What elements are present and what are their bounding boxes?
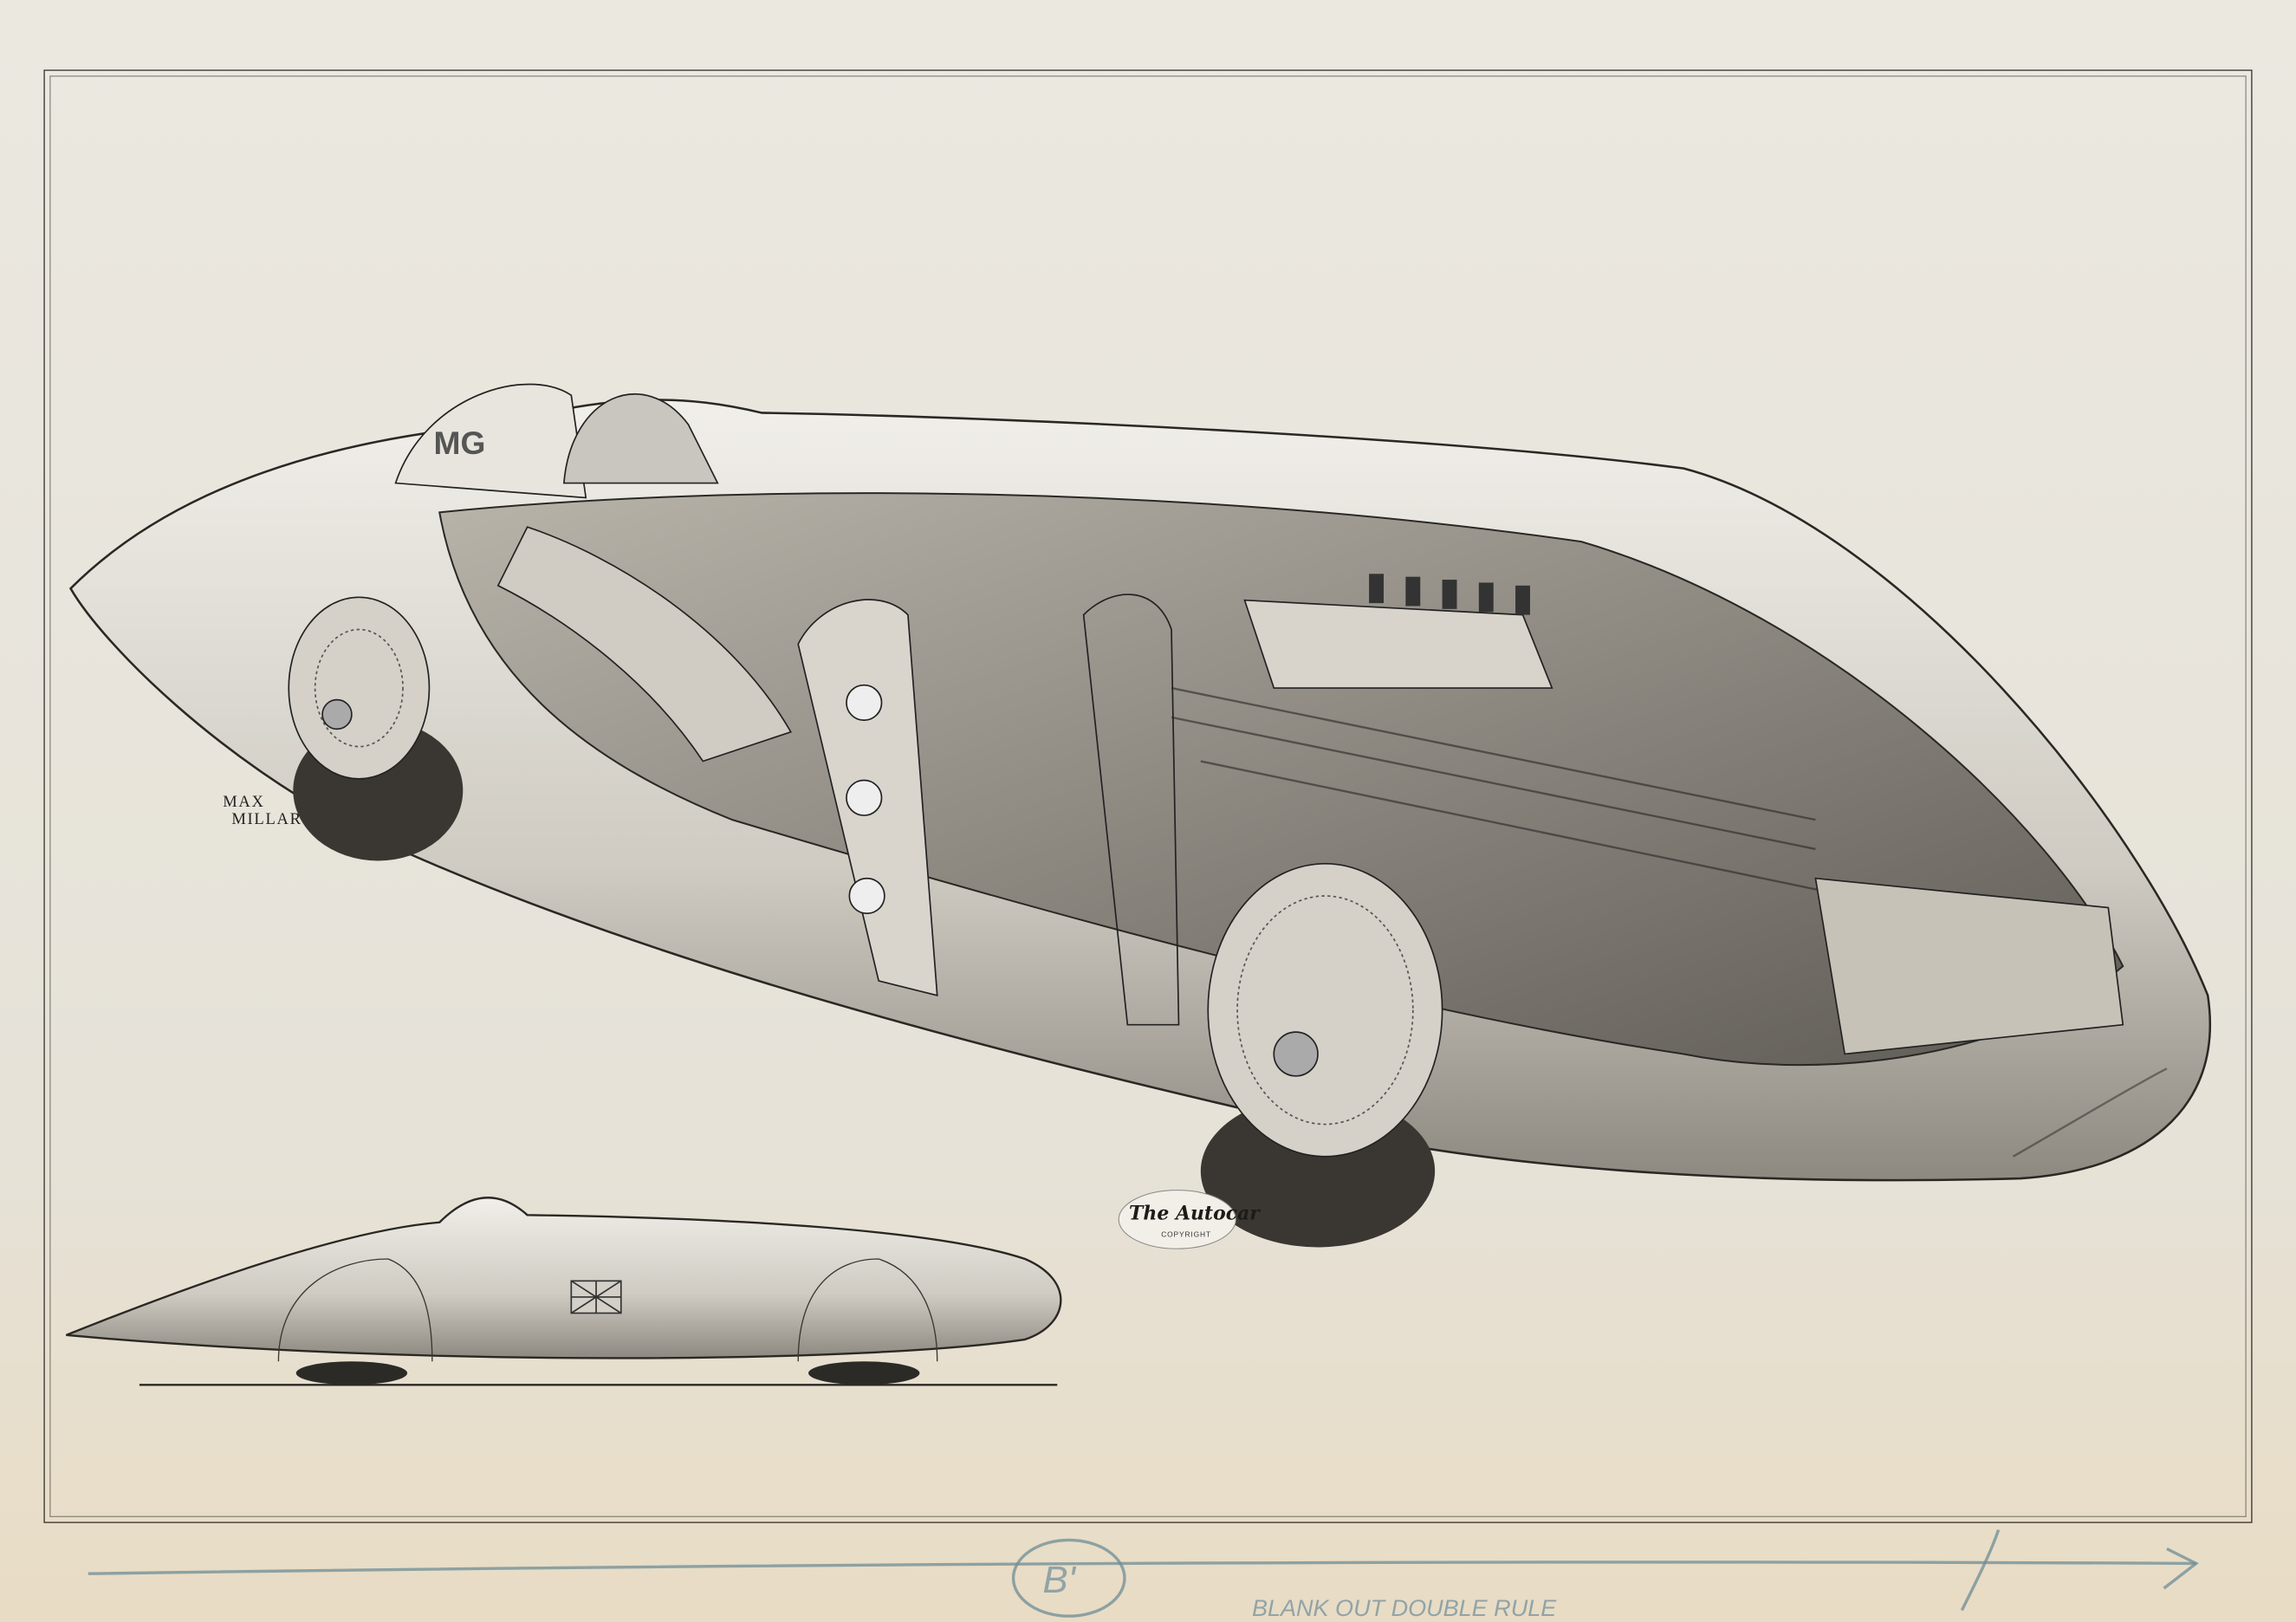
engine-stacks	[1369, 574, 1530, 615]
cockpit-hump	[394, 383, 587, 499]
windscreen	[562, 393, 719, 484]
svg-text:The Autocar: The Autocar	[1129, 1202, 1261, 1224]
artist-signature: MAX MILLAR	[223, 793, 302, 828]
pencil-notes: B' BLANK OUT DOUBLE RULE	[88, 1529, 2199, 1621]
rear-wheel	[1200, 862, 1443, 1248]
svg-text:MILLAR: MILLAR	[231, 810, 302, 828]
side-elevation-car	[65, 1197, 1062, 1386]
mg-badge: MG	[434, 425, 486, 461]
inner-frame-rule	[49, 75, 2247, 1518]
svg-text:MAX: MAX	[223, 793, 264, 811]
svg-text:COPYRIGHT: COPYRIGHT	[1161, 1230, 1211, 1239]
outer-frame-rule	[43, 69, 2253, 1523]
front-wheel	[288, 596, 464, 861]
engine-block	[1243, 599, 1553, 689]
svg-text:BLANK OUT DOUBLE RULE: BLANK OUT DOUBLE RULE	[1252, 1595, 1557, 1621]
seat	[496, 526, 792, 762]
autocar-stamp: The Autocar COPYRIGHT	[1118, 1190, 1261, 1249]
side-body	[65, 1197, 1062, 1359]
tail-intake	[2012, 1067, 2168, 1158]
main-car-cutaway: MG	[68, 383, 2212, 1248]
radiator	[1814, 877, 2124, 1055]
svg-text:B': B'	[1042, 1559, 1076, 1601]
